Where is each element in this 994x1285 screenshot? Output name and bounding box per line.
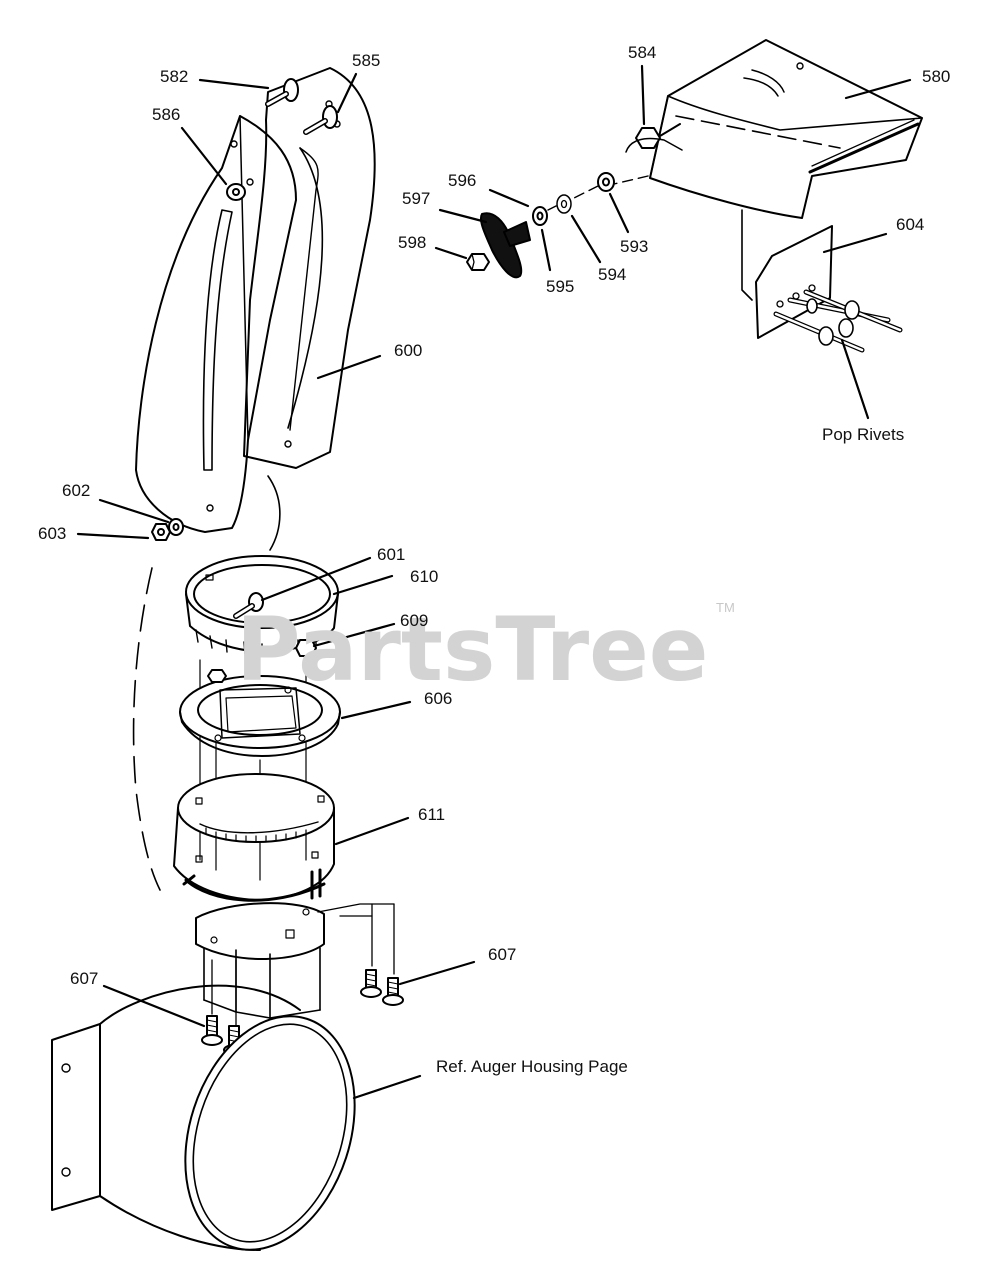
callout-601: 601 <box>377 545 405 564</box>
bolt-601 <box>233 592 264 619</box>
watermark-text: PartsTree <box>236 598 708 701</box>
deflector-part-580 <box>649 39 923 301</box>
callout-597: 597 <box>402 189 430 208</box>
callout-604: 604 <box>896 215 924 234</box>
ring-part-606 <box>179 669 341 757</box>
callout-596: 596 <box>448 171 476 190</box>
washer-595 <box>532 206 548 226</box>
note-ref-auger-housing: Ref. Auger Housing Page <box>436 1057 628 1076</box>
callout-586: 586 <box>152 105 180 124</box>
auger-housing-ring <box>51 984 356 1251</box>
nut-603 <box>151 523 171 541</box>
callout-610: 610 <box>410 567 438 586</box>
pop-rivets <box>773 289 903 353</box>
bolt-585 <box>303 105 338 135</box>
callout-585: 585 <box>352 51 380 70</box>
callout-611: 611 <box>418 805 445 824</box>
callout-598: 598 <box>398 233 426 252</box>
callout-603: 603 <box>38 524 66 543</box>
callout-609: 609 <box>400 611 428 630</box>
nut-609 <box>295 639 317 657</box>
plate-604 <box>755 225 833 339</box>
chute-base-mount <box>195 902 325 1019</box>
washer-586 <box>226 183 246 201</box>
washer-594 <box>556 194 572 214</box>
nut-598 <box>466 253 490 271</box>
knob-597 <box>480 212 531 279</box>
callout-595: 595 <box>546 277 574 296</box>
callout-607-left: 607 <box>70 969 98 988</box>
notes: Pop Rivets Ref. Auger Housing Page <box>436 425 904 1076</box>
callout-593: 593 <box>620 237 648 256</box>
callout-607-right: 607 <box>488 945 516 964</box>
note-pop-rivets: Pop Rivets <box>822 425 904 444</box>
washer-602 <box>168 518 184 536</box>
callout-582: 582 <box>160 67 188 86</box>
upper-chute-part-600 <box>135 67 376 533</box>
callout-606: 606 <box>424 689 452 708</box>
watermark-trademark: TM <box>716 600 735 615</box>
washer-593 <box>597 172 615 192</box>
callout-580: 580 <box>922 67 950 86</box>
callout-600: 600 <box>394 341 422 360</box>
gear-ring-part-611 <box>173 773 335 902</box>
callout-labels: 582 585 586 584 580 596 597 598 595 594 … <box>38 43 950 988</box>
callout-584: 584 <box>628 43 656 62</box>
callout-602: 602 <box>62 481 90 500</box>
bolt-582 <box>265 78 299 107</box>
watermark: PartsTree TM <box>236 598 735 701</box>
callout-594: 594 <box>598 265 626 284</box>
leader-lines <box>76 64 912 1100</box>
